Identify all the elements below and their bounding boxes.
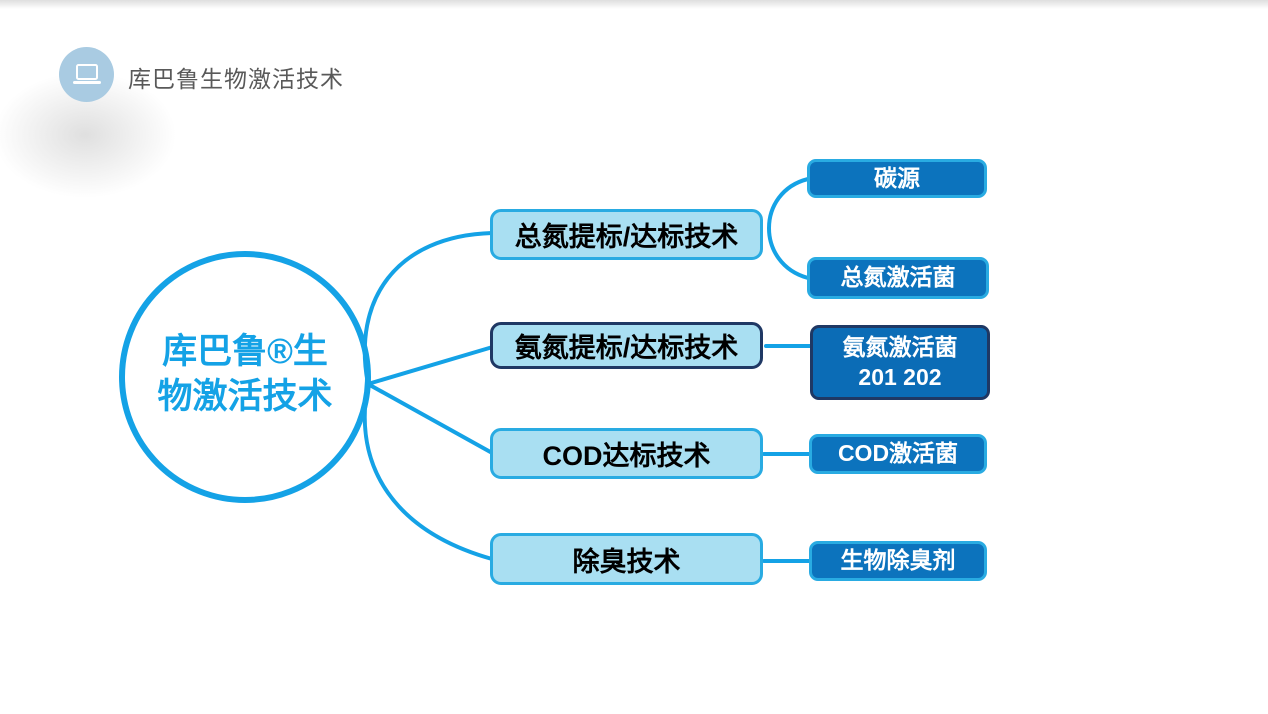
leaf-node-ammonia-bacteria-line2: 201 202 <box>858 363 942 390</box>
root-node-circle <box>119 251 371 503</box>
laptop-icon <box>59 47 114 102</box>
branch-node-ammonia-nitrogen: 氨氮提标/达标技术 <box>490 322 763 369</box>
top-edge-shading <box>0 0 1268 9</box>
root-node-label: 库巴鲁®生 物激活技术 <box>131 330 359 420</box>
connector-root-branch1 <box>362 231 494 386</box>
leaf-node-ammonia-bacteria: 氨氮激活菌 201 202 <box>810 325 990 400</box>
leaf-node-cod-bacteria: COD激活菌 <box>809 434 987 474</box>
root-node-label-line2: 物激活技术 <box>157 376 333 416</box>
connector-group <box>362 177 816 563</box>
connector-branch1-leaves <box>767 177 810 280</box>
leaf-node-ammonia-bacteria-line1: 氨氮激活菌 <box>842 333 958 360</box>
laptop-icon-glyph <box>72 63 101 84</box>
leaf-node-bio-deodorant: 生物除臭剂 <box>809 541 987 581</box>
branch-node-total-nitrogen: 总氮提标/达标技术 <box>490 209 763 260</box>
branch-node-cod: COD达标技术 <box>490 428 763 479</box>
leaf-node-total-nitrogen-bacteria: 总氮激活菌 <box>807 257 989 299</box>
connector-root-branch3 <box>366 382 496 456</box>
leaf-node-carbon-source: 碳源 <box>807 159 987 198</box>
branch-node-deodorization: 除臭技术 <box>490 533 763 585</box>
connector-root-branch2 <box>366 344 498 386</box>
slide-header: 库巴鲁生物激活技术 <box>0 0 1268 110</box>
root-node-label-line1: 库巴鲁®生 <box>162 332 328 371</box>
page-title: 库巴鲁生物激活技术 <box>128 66 344 92</box>
connector-root-branch4 <box>362 382 494 561</box>
